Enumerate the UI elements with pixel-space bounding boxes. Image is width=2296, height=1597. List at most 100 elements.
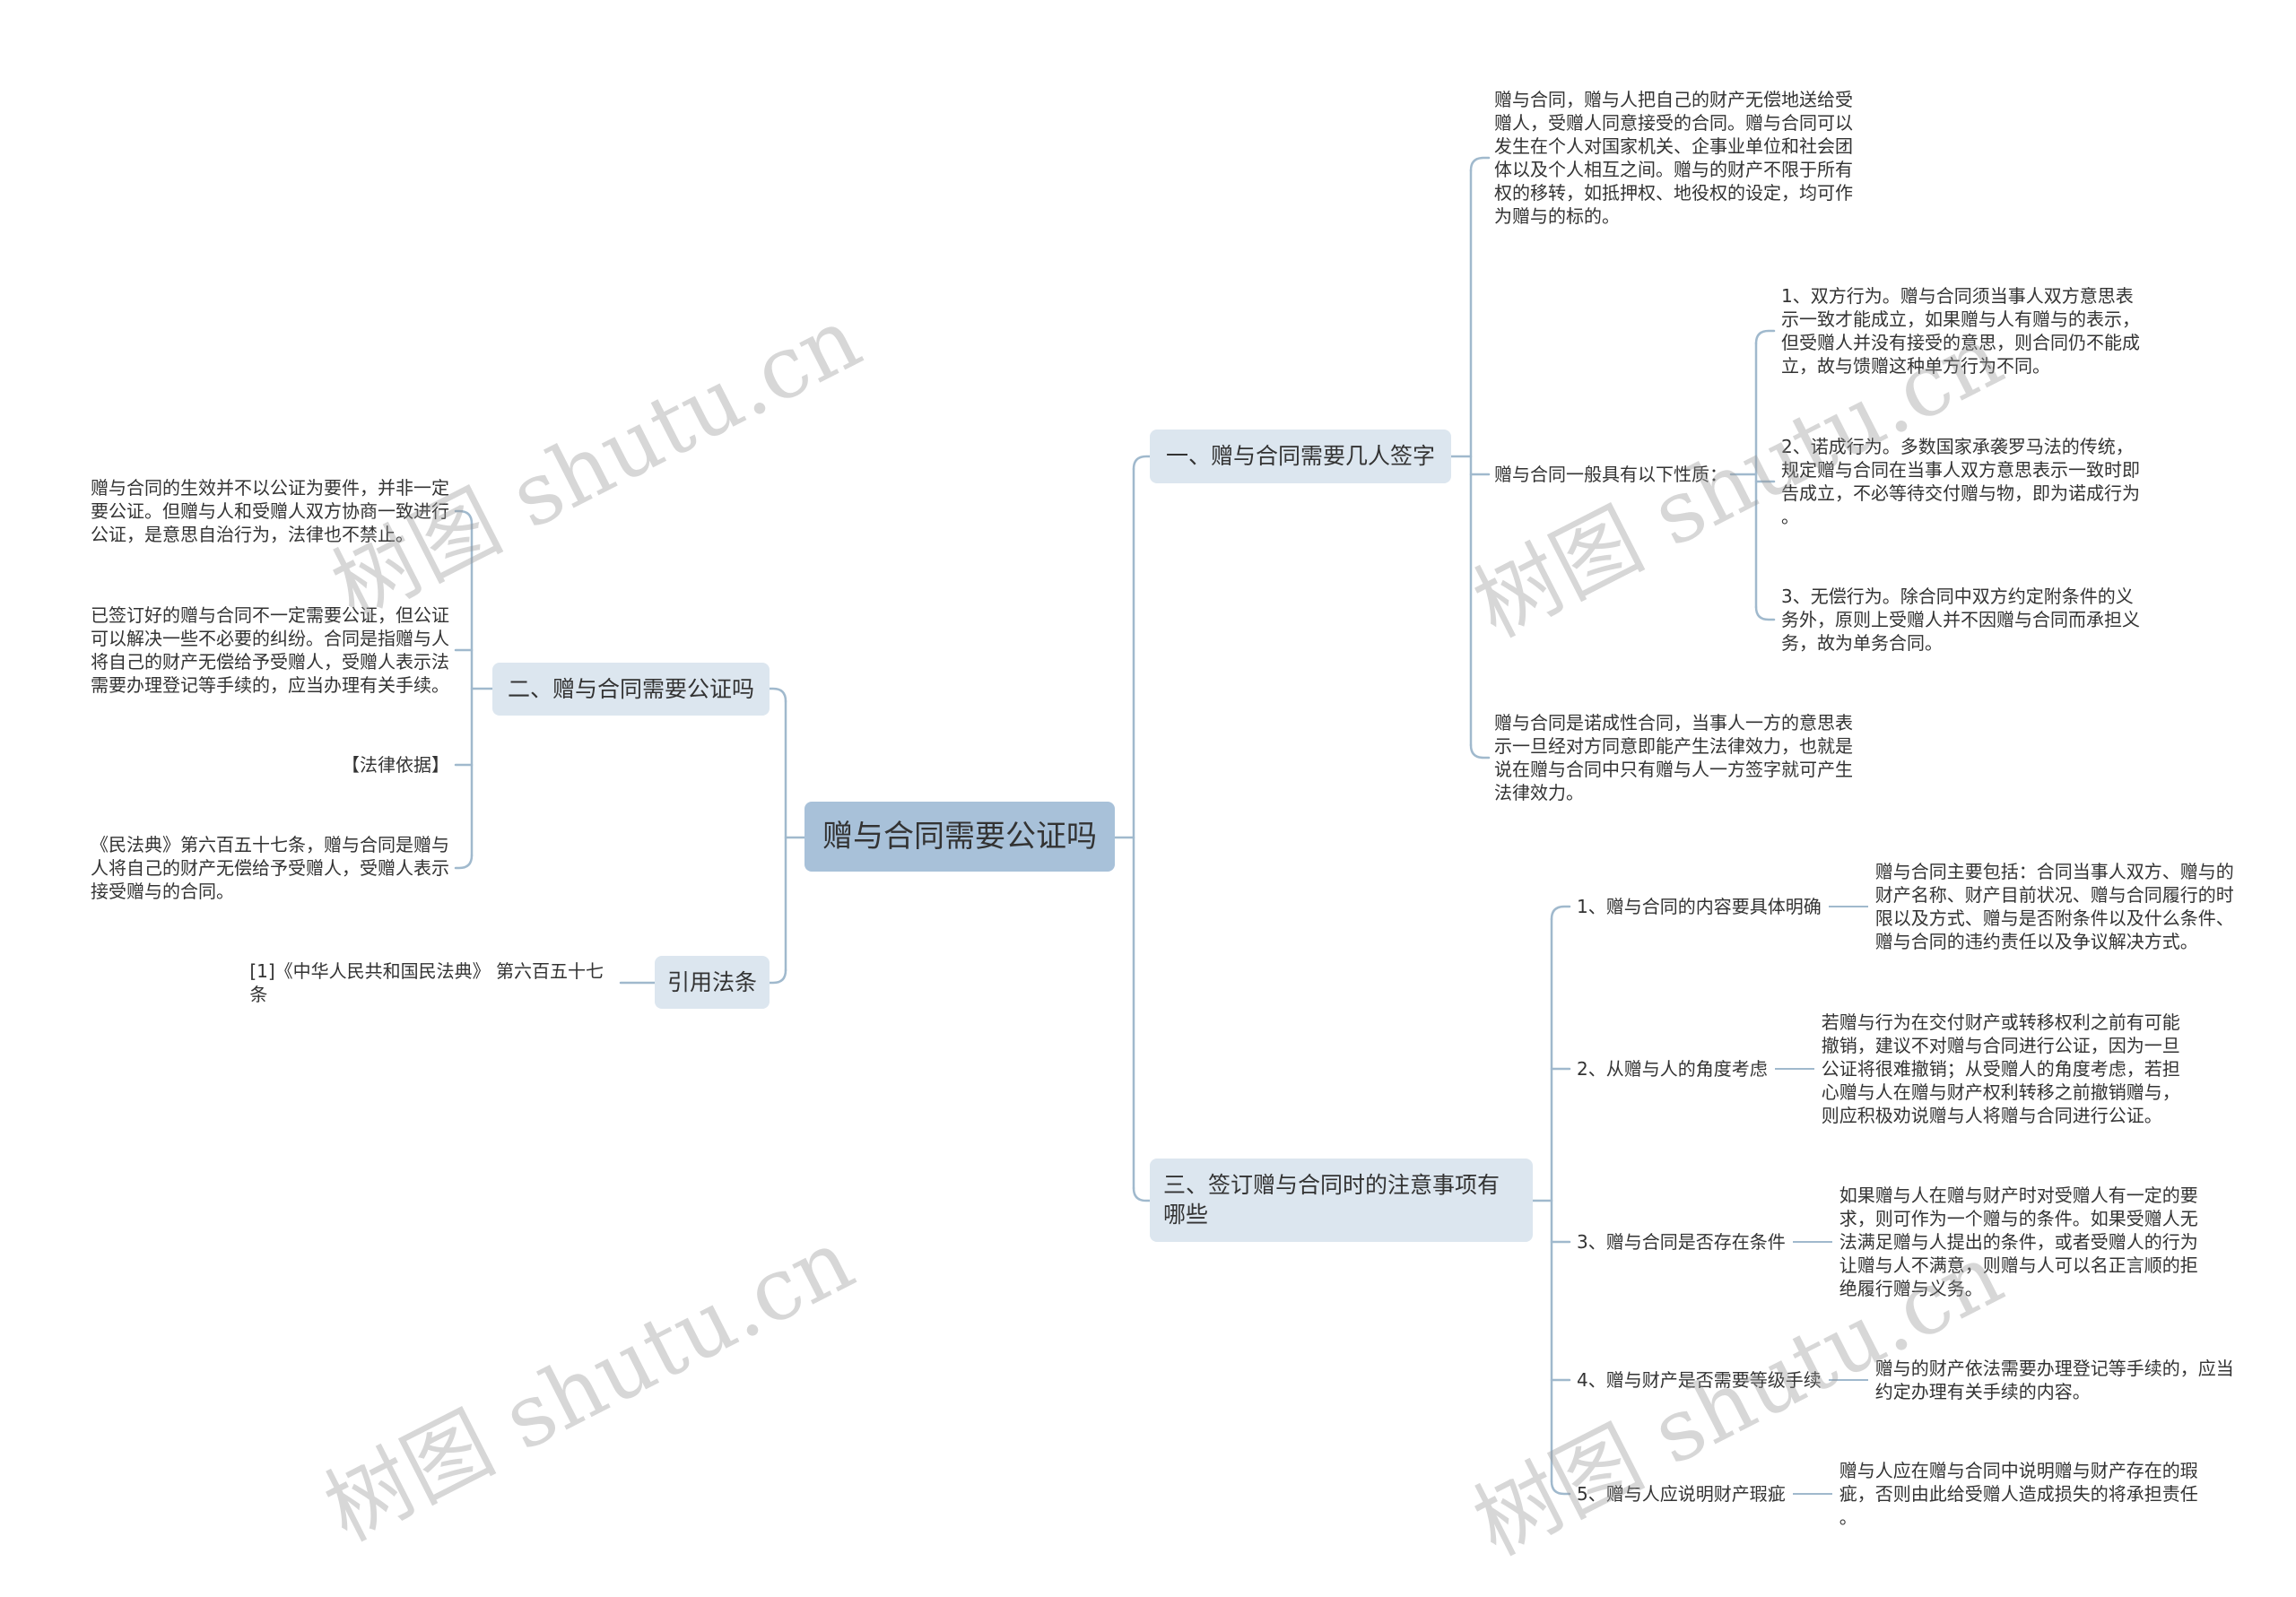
signature-conclusion-line: 赠与合同是诺成性合同，当事人一方的意思表 [1494,712,1853,733]
precaution-label: 1、赠与合同的内容要具体明确 [1577,896,1822,917]
citation-item-1: [1]《中华人民共和国民法典》 第六百五十七条 [249,959,604,1006]
precaution-detail-line: 则应积极劝说赠与人将赠与合同进行公证。 [1821,1105,2162,1126]
precaution-item-1: 1、赠与合同的内容要具体明确 赠与合同主要包括：合同当事人双方、赠与的财产名称、… [1577,860,2234,953]
precaution-detail-line: 心赠与人在赠与财产权利转移之前撤销赠与， [1821,1081,2180,1103]
citation-line: 条 [249,984,268,1005]
connector-line [1132,455,1152,471]
precaution-item-3: 3、赠与合同是否存在条件 如果赠与人在赠与财产时对受赠人有一定的要求，则可作为一… [1577,1184,2198,1300]
connector-line [1774,1067,1814,1071]
precaution-detail-line: 如果赠与人在赠与财产时对受赠人有一定的要 [1839,1185,2198,1206]
precaution-detail-line: 。 [1839,1506,1857,1528]
connector-line [1754,329,1776,345]
signature-definition-line: 赠与合同，赠与人把自己的财产无偿地送给受 [1494,89,1853,110]
precaution-label: 2、从赠与人的角度考虑 [1577,1058,1768,1080]
precaution-detail-line: 赠与的财产依法需要办理登记等手续的，应当 [1874,1358,2234,1379]
precautions-label-line: 哪些 [1163,1202,1209,1228]
root-node: 赠与合同需要公证吗 [804,802,1115,872]
precaution-detail-line: 公证将很难撤销；从受赠人的角度考虑，若担 [1821,1058,2180,1080]
notary-line: 公证，是意思自治行为，法律也不禁止。 [91,524,413,545]
notary-line: 将自己的财产无偿给予受赠人，受赠人表示法 [91,651,449,673]
property-line: 务外，原则上受赠人并不因赠与合同而承担义 [1781,609,2140,630]
signature-conclusion-line: 示一旦经对方同意即能产生法律效力，也就是 [1494,735,1853,757]
precautions-node: 三、签订赠与合同时的注意事项有哪些 [1150,1159,1533,1242]
properties-label: 赠与合同一般具有以下性质： [1494,464,1727,485]
property-item-2: 2、诺成行为。多数国家承袭罗马法的传统，规定赠与合同在当事人双方意思表示一致时即… [1781,435,2140,528]
precaution-label: 3、赠与合同是否存在条件 [1577,1231,1786,1253]
connector-line [1550,1480,1571,1496]
connector-line [1469,156,1491,172]
connector-line [1828,1378,1868,1382]
notary-line: 要公证。但赠与人和受赠人双方协商一致进行 [91,500,449,522]
precaution-detail: 赠与的财产依法需要办理登记等手续的，应当约定办理有关手续的内容。 [1875,1357,2234,1403]
precaution-detail-line: 法满足赠与人提出的条件，或者受赠人的行为 [1839,1231,2198,1253]
property-line: 告成立，不必等待交付赠与物，即为诺成行为 [1781,482,2140,504]
signature-definition-line: 发生在个人对国家机关、企事业单位和社会团 [1494,135,1853,157]
precaution-detail-line: 让赠与人不满意，则赠与人可以名正言顺的拒 [1839,1254,2198,1276]
property-line: 但受赠人并没有接受的意思，则合同仍不能成 [1781,332,2140,353]
property-line: 2、诺成行为。多数国家承袭罗马法的传统， [1781,436,2134,457]
precaution-detail-line: 赠与合同的违约责任以及争议解决方式。 [1874,931,2198,952]
precaution-label: 4、赠与财产是否需要等级手续 [1577,1369,1822,1391]
notary-line: 接受赠与的合同。 [91,881,234,902]
notary-line: 已签订好的赠与合同不一定需要公证，但公证 [91,604,449,626]
property-item-3: 3、无偿行为。除合同中双方约定附条件的义务外，原则上受赠人并不因赠与合同而承担义… [1781,585,2140,655]
connector-line [454,854,474,870]
property-line: 1、双方行为。赠与合同须当事人双方意思表 [1781,285,2134,307]
precautions-label-line: 三、签订赠与合同时的注意事项有 [1163,1172,1500,1198]
notary-item-2: 已签订好的赠与合同不一定需要公证，但公证可以解决一些不必要的纠纷。合同是指赠与人… [91,603,449,697]
citation-line: [1]《中华人民共和国民法典》 第六百五十七 [249,960,604,982]
precaution-detail-line: 求，则可作为一个赠与的条件。如果受赠人无 [1839,1208,2198,1229]
signature-conclusion-line: 法律效力。 [1494,782,1584,803]
notary-line: 需要办理登记等手续的，应当办理有关手续。 [91,674,449,696]
signature-definition-line: 权的移转，如抵押权、地役权的设定，均可作 [1494,182,1853,204]
signature-definition-text: 赠与合同，赠与人把自己的财产无偿地送给受赠人，受赠人同意接受的合同。赠与合同可以… [1494,88,1853,228]
connector-line [1792,1240,1832,1244]
property-line: 务，故为单务合同。 [1781,632,1943,654]
precaution-detail: 赠与合同主要包括：合同当事人双方、赠与的财产名称、财产目前状况、赠与合同履行的时… [1875,860,2234,953]
property-line: 规定赠与合同在当事人双方意思表示一致时即 [1781,459,2140,481]
precaution-detail-line: 撤销，建议不对赠与合同进行公证，因为一旦 [1821,1035,2180,1056]
connector-line [768,968,787,985]
signature-conclusion-line: 说在赠与合同中只有赠与人一方签字就可产生 [1494,759,1853,780]
precaution-detail-line: 财产名称、财产目前状况、赠与合同履行的时 [1874,884,2234,906]
connector-line [1792,1492,1832,1496]
connector-line [1828,905,1868,908]
connector-line [1469,743,1491,759]
signature-definition-line: 赠人，受赠人同意接受的合同。赠与合同可以 [1494,112,1853,134]
signature-definition-line: 为赠与的标的。 [1494,205,1620,227]
connector-line [454,509,474,525]
property-line: 立，故与馈赠这种单方行为不同。 [1781,355,2050,377]
connector-line [1754,605,1776,621]
connector-line [768,687,787,703]
connector-line [1132,1186,1152,1202]
precaution-detail-line: 赠与合同主要包括：合同当事人双方、赠与的 [1874,861,2234,882]
notary-line: 【法律依据】 [342,754,449,776]
notary-line: 人将自己的财产无偿给予受赠人，受赠人表示 [91,857,449,879]
notary-node: 二、赠与合同需要公证吗 [492,663,770,716]
precaution-item-5: 5、赠与人应说明财产瑕疵 赠与人应在赠与合同中说明赠与财产存在的瑕疵，否则由此给… [1577,1459,2198,1529]
precaution-detail-line: 赠与人应在赠与合同中说明赠与财产存在的瑕 [1839,1460,2198,1481]
precaution-item-2: 2、从赠与人的角度考虑 若赠与行为在交付财产或转移权利之前有可能撤销，建议不对赠… [1577,1011,2180,1127]
precaution-detail: 赠与人应在赠与合同中说明赠与财产存在的瑕疵，否则由此给受赠人造成损失的将承担责任… [1839,1459,2198,1529]
property-line: 3、无偿行为。除合同中双方约定附条件的义 [1781,586,2134,607]
notary-line: 《民法典》第六百五十七条，赠与合同是赠与 [91,834,449,855]
citation-node: 引用法条 [655,956,770,1009]
precaution-detail-line: 限以及方式、赠与是否附条件以及什么条件、 [1874,907,2234,929]
notary-line: 可以解决一些不必要的纠纷。合同是指赠与人 [91,628,449,649]
precaution-label: 5、赠与人应说明财产瑕疵 [1577,1483,1786,1505]
precaution-detail-line: 约定办理有关手续的内容。 [1874,1381,2091,1402]
notary-item-1: 赠与合同的生效并不以公证为要件，并非一定要公证。但赠与人和受赠人双方协商一致进行… [91,476,449,546]
legal-basis-label: 【法律依据】 [342,753,449,777]
property-line: 示一致才能成立，如果赠与人有赠与的表示， [1781,308,2140,330]
precaution-detail-line: 绝履行赠与义务。 [1839,1278,1983,1299]
property-line: 。 [1781,506,1799,527]
signature-node: 一、赠与合同需要几人签字 [1150,430,1451,483]
precaution-detail-line: 疵，否则由此给受赠人造成损失的将承担责任 [1839,1483,2198,1505]
precaution-detail: 若赠与行为在交付财产或转移权利之前有可能撤销，建议不对赠与合同进行公证，因为一旦… [1822,1011,2180,1127]
notary-item-4: 《民法典》第六百五十七条，赠与合同是赠与人将自己的财产无偿给予受赠人，受赠人表示… [91,833,449,903]
connector-line [1550,905,1571,921]
signature-definition-line: 体以及个人相互之间。赠与的财产不限于所有 [1494,159,1853,180]
precaution-item-4: 4、赠与财产是否需要等级手续 赠与的财产依法需要办理登记等手续的，应当约定办理有… [1577,1357,2234,1403]
notary-line: 赠与合同的生效并不以公证为要件，并非一定 [91,477,449,499]
